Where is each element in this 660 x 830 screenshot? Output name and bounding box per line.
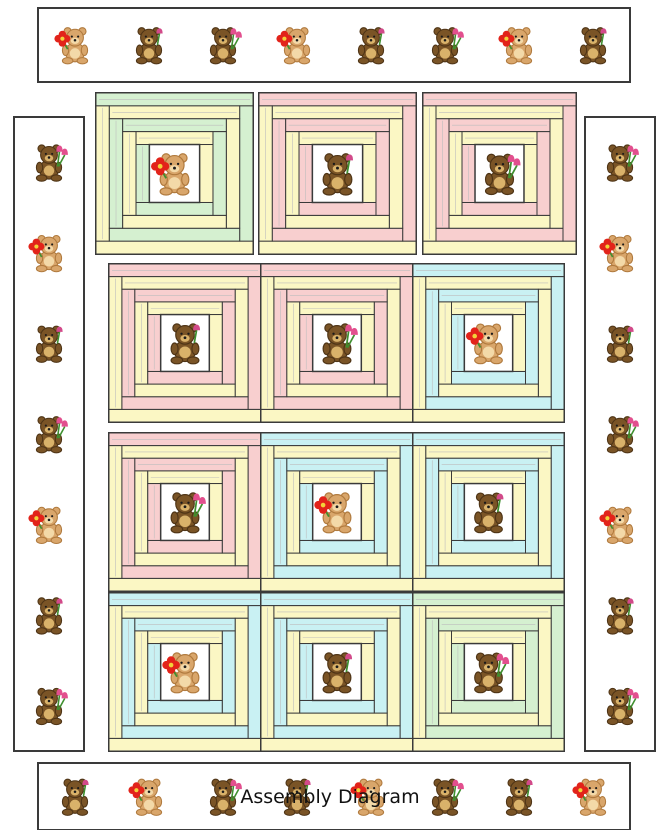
quilt-block [109, 264, 261, 422]
brown-bear-icon [284, 779, 310, 815]
quilt-block [259, 93, 416, 254]
brown-bear-icon [323, 653, 352, 693]
brown-bear-icon [36, 326, 62, 362]
quilt-block [423, 93, 576, 254]
quilt-blocks [96, 93, 576, 751]
right-border [585, 117, 655, 751]
brown-bear-icon [136, 28, 162, 64]
quilt-block [413, 264, 564, 422]
brown-bear-icon [62, 779, 88, 815]
brown-bear-icon [580, 28, 606, 64]
brown-bear-icon [36, 598, 62, 634]
brown-bear-icon [358, 28, 384, 64]
brown-bear-icon [171, 324, 200, 364]
brown-bear-icon [475, 493, 504, 533]
top-border [38, 8, 630, 82]
quilt-block [413, 593, 564, 751]
quilt-block [413, 433, 564, 591]
bottom-border [38, 763, 630, 830]
brown-bear-icon [607, 598, 633, 634]
left-border [14, 117, 84, 751]
brown-bear-icon [506, 779, 532, 815]
brown-bear-icon [323, 154, 353, 195]
quilt-block [96, 93, 253, 254]
quilt-block [261, 593, 413, 751]
quilt-block [261, 433, 413, 591]
brown-bear-icon [607, 326, 633, 362]
quilt-block [261, 264, 413, 422]
quilt-block [109, 433, 261, 591]
quilt-block [109, 593, 261, 751]
